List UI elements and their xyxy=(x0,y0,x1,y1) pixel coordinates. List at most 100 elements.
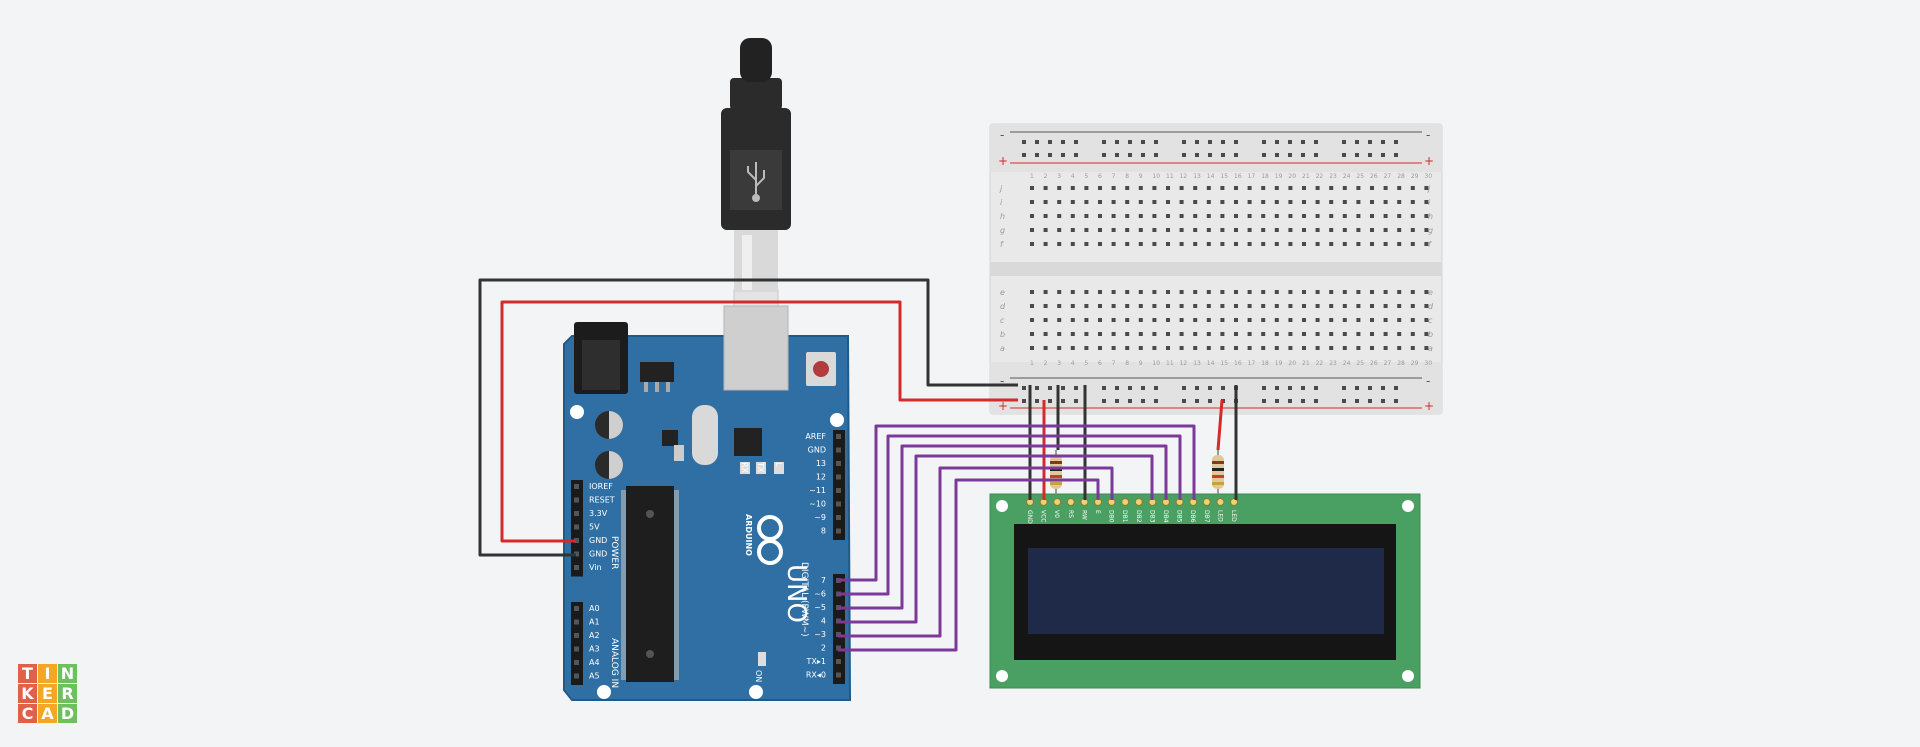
rail-hole[interactable] xyxy=(1394,386,1398,390)
breadboard-hole[interactable] xyxy=(1111,214,1116,218)
breadboard-hole[interactable] xyxy=(1166,290,1170,294)
rail-hole[interactable] xyxy=(1234,153,1238,157)
breadboard-hole[interactable] xyxy=(1424,228,1429,232)
header-pin[interactable] xyxy=(836,672,841,678)
breadboard-hole[interactable] xyxy=(1070,304,1075,308)
breadboard-hole[interactable] xyxy=(1370,228,1374,232)
breadboard-hole[interactable] xyxy=(1329,318,1334,322)
rail-hole[interactable] xyxy=(1301,386,1305,390)
rail-hole[interactable] xyxy=(1288,399,1292,403)
breadboard-hole[interactable] xyxy=(1274,332,1279,336)
breadboard-hole[interactable] xyxy=(1206,228,1211,232)
breadboard-hole[interactable] xyxy=(1356,346,1361,350)
rail-hole[interactable] xyxy=(1381,140,1385,144)
breadboard-hole[interactable] xyxy=(1152,304,1157,308)
breadboard-hole[interactable] xyxy=(1193,346,1198,350)
breadboard-hole[interactable] xyxy=(1084,290,1089,294)
breadboard-hole[interactable] xyxy=(1179,242,1184,246)
rail-hole[interactable] xyxy=(1381,399,1385,403)
breadboard-hole[interactable] xyxy=(1193,318,1198,322)
breadboard-hole[interactable] xyxy=(1247,346,1252,350)
breadboard-hole[interactable] xyxy=(1247,228,1252,232)
breadboard-hole[interactable] xyxy=(1410,186,1415,190)
rail-hole[interactable] xyxy=(1128,399,1132,403)
breadboard-hole[interactable] xyxy=(1234,214,1238,218)
rail-hole[interactable] xyxy=(1394,153,1398,157)
rail-hole[interactable] xyxy=(1208,153,1212,157)
breadboard-hole[interactable] xyxy=(1152,186,1157,190)
breadboard-hole[interactable] xyxy=(1247,200,1252,204)
breadboard-hole[interactable] xyxy=(1070,346,1075,350)
breadboard-hole[interactable] xyxy=(1329,242,1334,246)
breadboard-hole[interactable] xyxy=(1234,346,1238,350)
rail-hole[interactable] xyxy=(1368,153,1372,157)
rail-hole[interactable] xyxy=(1128,386,1132,390)
breadboard-hole[interactable] xyxy=(1043,186,1048,190)
lcd-pin[interactable] xyxy=(1121,498,1130,506)
header-pin[interactable] xyxy=(836,515,841,520)
resistor-backlight[interactable] xyxy=(1212,450,1224,494)
breadboard-hole[interactable] xyxy=(1125,346,1130,350)
rail-hole[interactable] xyxy=(1182,140,1186,144)
breadboard-hole[interactable] xyxy=(1247,290,1252,294)
breadboard-hole[interactable] xyxy=(1288,304,1293,308)
breadboard-hole[interactable] xyxy=(1179,186,1184,190)
breadboard-hole[interactable] xyxy=(1342,200,1347,204)
lcd-pin[interactable] xyxy=(1134,498,1143,506)
breadboard-hole[interactable] xyxy=(1125,318,1130,322)
breadboard-hole[interactable] xyxy=(1166,304,1170,308)
wire-led-anode[interactable] xyxy=(1216,399,1224,451)
rail-hole[interactable] xyxy=(1342,399,1346,403)
breadboard-hole[interactable] xyxy=(1030,200,1034,204)
breadboard-hole[interactable] xyxy=(1302,186,1306,190)
breadboard-hole[interactable] xyxy=(1043,318,1048,322)
rail-hole[interactable] xyxy=(1022,153,1026,157)
wire-gnd-rail[interactable] xyxy=(478,278,1018,557)
header-pin[interactable] xyxy=(836,501,841,507)
breadboard-hole[interactable] xyxy=(1247,304,1252,308)
breadboard-hole[interactable] xyxy=(1206,186,1211,190)
breadboard-hole[interactable] xyxy=(1288,200,1293,204)
header-pin[interactable] xyxy=(836,447,841,453)
rail-hole[interactable] xyxy=(1115,399,1119,403)
breadboard-hole[interactable] xyxy=(1179,200,1184,204)
breadboard-hole[interactable] xyxy=(1057,304,1062,308)
rail-hole[interactable] xyxy=(1342,140,1346,144)
breadboard-hole[interactable] xyxy=(1274,186,1279,190)
breadboard-hole[interactable] xyxy=(1397,186,1402,190)
breadboard-hole[interactable] xyxy=(1315,242,1320,246)
breadboard-hole[interactable] xyxy=(1288,242,1293,246)
breadboard-hole[interactable] xyxy=(1261,214,1266,218)
rail-hole[interactable] xyxy=(1208,140,1212,144)
breadboard-hole[interactable] xyxy=(1193,228,1198,232)
breadboard-hole[interactable] xyxy=(1166,214,1170,218)
breadboard-hole[interactable] xyxy=(1370,242,1374,246)
breadboard-hole[interactable] xyxy=(1138,318,1143,322)
breadboard-hole[interactable] xyxy=(1342,346,1347,350)
rail-hole[interactable] xyxy=(1141,153,1145,157)
breadboard-hole[interactable] xyxy=(1138,228,1143,232)
breadboard-hole[interactable] xyxy=(1383,290,1388,294)
breadboard-hole[interactable] xyxy=(1138,214,1143,218)
header-pin[interactable] xyxy=(574,524,579,530)
breadboard-hole[interactable] xyxy=(1424,304,1429,308)
rail-hole[interactable] xyxy=(1102,399,1106,403)
breadboard-hole[interactable] xyxy=(1383,200,1388,204)
breadboard-hole[interactable] xyxy=(1424,214,1429,218)
breadboard-hole[interactable] xyxy=(1410,228,1415,232)
rail-hole[interactable] xyxy=(1115,153,1119,157)
breadboard-hole[interactable] xyxy=(1247,186,1252,190)
breadboard-hole[interactable] xyxy=(1193,186,1198,190)
breadboard-hole[interactable] xyxy=(1370,318,1374,322)
breadboard-hole[interactable] xyxy=(1288,318,1293,322)
breadboard-hole[interactable] xyxy=(1043,214,1048,218)
breadboard-hole[interactable] xyxy=(1057,242,1062,246)
breadboard-hole[interactable] xyxy=(1030,304,1034,308)
rail-hole[interactable] xyxy=(1314,399,1318,403)
breadboard-hole[interactable] xyxy=(1342,186,1347,190)
rail-hole[interactable] xyxy=(1314,153,1318,157)
breadboard-hole[interactable] xyxy=(1383,228,1388,232)
rail-hole[interactable] xyxy=(1234,140,1238,144)
